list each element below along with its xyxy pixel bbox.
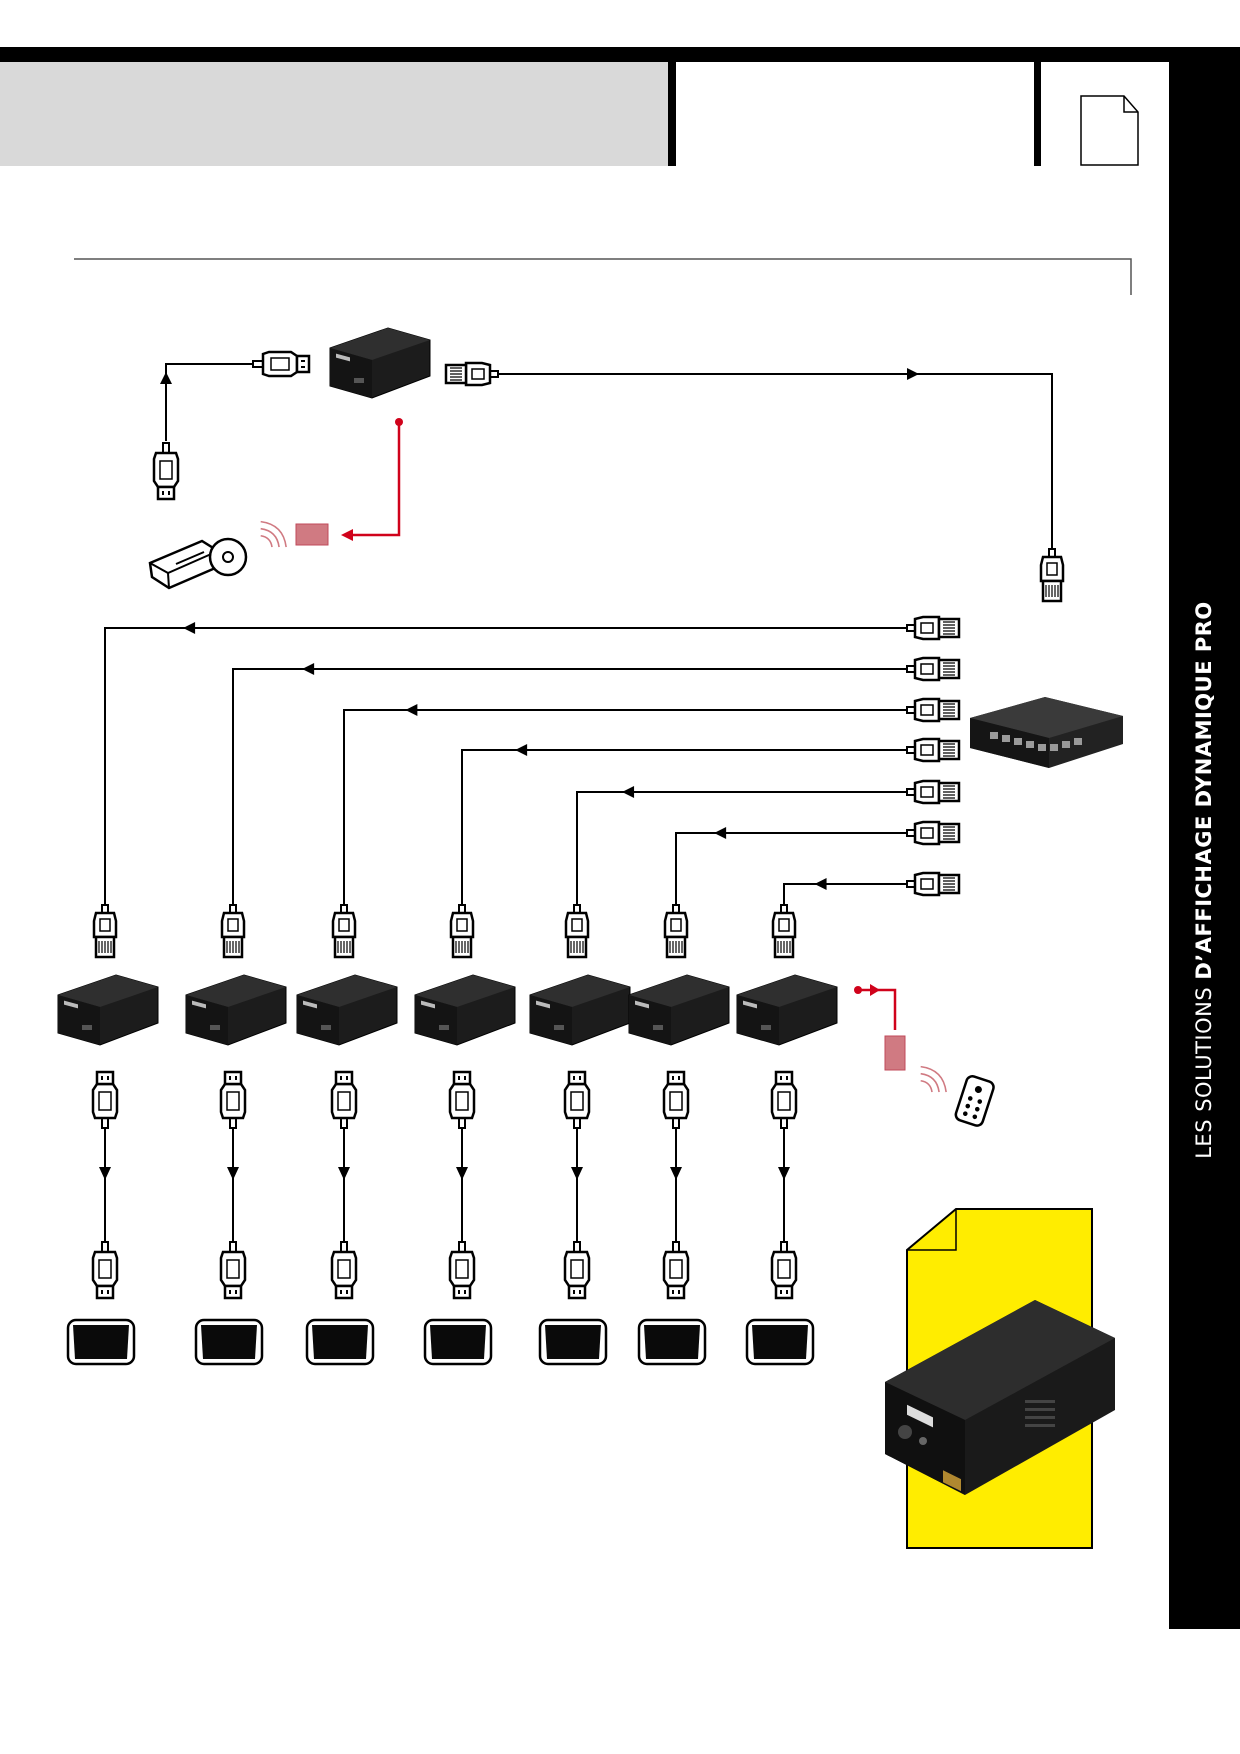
receiver-network-plug [449, 903, 475, 959]
ir-receiver-line [260, 418, 403, 548]
hdmi-extender-receiver-icon [628, 974, 730, 1046]
hdmi-input-plug [330, 1240, 358, 1300]
sidebar-title: LES SOLUTIONS D’AFFICHAGE DYNAMIQUE PRO [1192, 601, 1216, 1159]
network-cable [461, 749, 907, 905]
direction-arrow [778, 1167, 790, 1180]
hdmi-output-plug [563, 1070, 591, 1130]
header-divider [668, 62, 676, 166]
hdmi-input-plug [563, 1240, 591, 1300]
switch-port-plug [907, 873, 959, 895]
receiver-row [57, 903, 838, 1366]
hdmi-input-plug [770, 1240, 798, 1300]
hdmi-extender-receiver-icon [736, 974, 838, 1046]
hdmi-output-plug [219, 1070, 247, 1130]
network-cable [343, 709, 907, 905]
direction-arrow [670, 1167, 682, 1180]
hdmi-extender-receiver-icon [57, 974, 159, 1046]
display-screen-icon [305, 1318, 375, 1366]
direction-arrow [814, 878, 827, 890]
receiver-network-plug [564, 903, 590, 959]
direction-arrow [515, 744, 528, 756]
network-cable [783, 883, 907, 905]
display-screen-icon [538, 1318, 608, 1366]
hdmi-extender-receiver-icon [414, 974, 516, 1046]
hdmi-input-plug [662, 1240, 690, 1300]
receiver-network-plug [331, 903, 357, 959]
remote-ir-line [854, 984, 947, 1093]
display-screen-icon [637, 1318, 707, 1366]
receiver-network-plug [220, 903, 246, 959]
switch-port-plug [907, 699, 959, 721]
connection-diagram [57, 95, 1139, 1549]
hdmi-extender-product-icon [885, 1300, 1115, 1495]
direction-arrow [622, 786, 635, 798]
hdmi-input-plug [91, 1240, 119, 1300]
direction-arrow [227, 1167, 239, 1180]
hdmi-extender-receiver-icon [296, 974, 398, 1046]
display-screen-icon [423, 1318, 493, 1366]
direction-arrow [99, 1167, 111, 1180]
header-divider [1034, 62, 1041, 166]
hdmi-extender-receiver-icon [185, 974, 287, 1046]
switch-port-plug [907, 658, 959, 680]
hdmi-extender-transmitter-icon [329, 327, 431, 399]
hdmi-input-plug [448, 1240, 476, 1300]
hdmi-extender-receiver-icon [529, 974, 631, 1046]
direction-arrow [338, 1167, 350, 1180]
direction-arrow [714, 827, 727, 839]
title-box [0, 62, 668, 166]
display-screen-icon [194, 1318, 264, 1366]
media-player-icon [148, 537, 248, 590]
hdmi-output-plug [448, 1070, 476, 1130]
network-uplink-cable [446, 363, 1065, 603]
network-cable [104, 627, 907, 905]
direction-arrow [571, 1167, 583, 1180]
receiver-network-plug [771, 903, 797, 959]
header-band [0, 47, 1175, 62]
network-cable [675, 832, 907, 905]
receiver-network-plug [92, 903, 118, 959]
direction-arrow [183, 622, 196, 634]
display-screen-icon [66, 1318, 136, 1366]
remote-control-icon [954, 1075, 995, 1127]
switch-port-plug [907, 781, 959, 803]
hdmi-output-plug [662, 1070, 690, 1130]
network-cable [232, 668, 907, 905]
switch-port-plug [907, 739, 959, 761]
switch-port-plug [907, 617, 959, 639]
document-icon [1080, 95, 1139, 166]
sidebar-title-light: LES SOLUTIONS [1192, 979, 1216, 1159]
source-hdmi-cable [152, 350, 311, 501]
switch-port-plug [907, 822, 959, 844]
direction-arrow [405, 704, 418, 716]
switch-port-cables [104, 617, 959, 905]
receiver-network-plug [663, 903, 689, 959]
direction-arrow [456, 1167, 468, 1180]
network-switch-icon [970, 697, 1123, 768]
section-rule [74, 258, 1132, 295]
hdmi-output-plug [770, 1070, 798, 1130]
display-screen-icon [745, 1318, 815, 1366]
network-cable [576, 791, 907, 905]
hdmi-output-plug [91, 1070, 119, 1130]
hdmi-output-plug [330, 1070, 358, 1130]
hdmi-input-plug [219, 1240, 247, 1300]
direction-arrow [302, 663, 315, 675]
sidebar-title-bold: D’AFFICHAGE DYNAMIQUE PRO [1192, 601, 1216, 980]
